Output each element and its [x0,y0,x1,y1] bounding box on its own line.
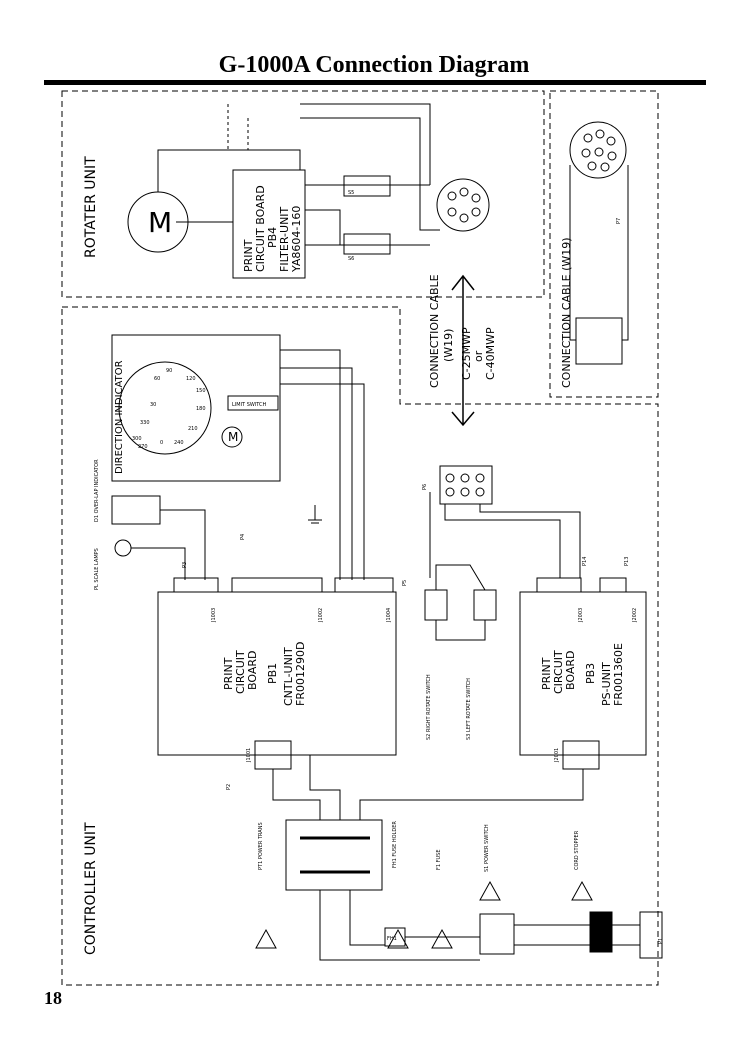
svg-text:CIRCUIT BOARD: CIRCUIT BOARD [254,185,267,272]
svg-text:or: or [472,350,485,362]
rotator-unit-box [61,90,545,298]
svg-text:P7: P7 [616,218,622,224]
svg-text:S3 LEFT ROTATE SWITCH: S3 LEFT ROTATE SWITCH [466,678,472,740]
component-labels: PL SCALE LAMPS D1 OVER-LAP INDICATOR PT1… [94,190,580,942]
svg-text:120: 120 [186,376,196,382]
svg-text:CNTL-UNIT: CNTL-UNIT [282,647,295,706]
svg-text:LIMIT SWITCH: LIMIT SWITCH [232,402,267,408]
pb1-label: PRINT CIRCUIT BOARD PB1 CNTL-UNIT FR0012… [222,642,307,706]
svg-text:P14: P14 [582,557,588,566]
svg-text:J1004: J1004 [386,608,392,623]
motor-label: M [148,206,172,239]
svg-text:PT1 POWER TRANS: PT1 POWER TRANS [258,822,264,870]
svg-text:J2003: J2003 [578,608,584,623]
svg-text:PL SCALE LAMPS: PL SCALE LAMPS [94,548,100,590]
svg-text:F1 FUSE: F1 FUSE [436,849,442,870]
svg-text:P4: P4 [240,534,246,540]
svg-text:FILTER-UNIT: FILTER-UNIT [278,206,291,272]
svg-text:30: 30 [150,402,156,408]
meter-label: M [228,430,238,444]
svg-text:PS-UNIT: PS-UNIT [600,662,613,706]
connector-labels: J1003 J1002 J1004 J1001 J2001 J2003 J200… [182,218,664,944]
rotator-unit-label: ROTATER UNIT [83,156,99,258]
svg-text:210: 210 [188,426,198,432]
svg-text:S2 RIGHT ROTATE SWITCH: S2 RIGHT ROTATE SWITCH [426,674,432,740]
page-title: G-1000A Connection Diagram [218,52,530,78]
pb3-label: PRINT CIRCUIT BOARD PB3 PS-UNIT FR001360… [540,643,625,706]
svg-text:YA8604-160: YA8604-160 [290,206,303,273]
svg-text:J1001: J1001 [246,748,252,763]
controller-unit-label: CONTROLLER UNIT [83,822,99,955]
svg-text:C-25MWP: C-25MWP [460,327,473,380]
svg-text:60: 60 [154,376,160,382]
svg-text:P5: P5 [402,580,408,586]
svg-text:J1003: J1003 [211,608,217,623]
svg-text:J2001: J2001 [554,748,560,763]
svg-text:PB1: PB1 [266,663,279,684]
svg-text:270: 270 [138,444,148,450]
svg-text:P1: P1 [658,938,664,944]
title-rule [44,80,706,85]
cable-box-label: CONNECTION CABLE (W19) [560,237,573,388]
svg-text:90: 90 [166,368,172,374]
svg-text:330: 330 [140,420,150,426]
svg-text:CIRCUIT: CIRCUIT [234,650,247,694]
direction-scale: 0 30 60 90 120 150 180 210 240 270 300 3… [132,368,206,450]
svg-text:PB3: PB3 [584,663,597,684]
svg-text:S1 POWER SWITCH: S1 POWER SWITCH [484,824,490,872]
svg-text:P2: P2 [226,784,232,790]
svg-text:0: 0 [160,440,163,446]
svg-text:BOARD: BOARD [564,651,577,690]
page-number: 18 [44,988,62,1008]
svg-text:CIRCUIT: CIRCUIT [552,650,565,694]
svg-text:BOARD: BOARD [246,651,259,690]
svg-text:300: 300 [132,436,142,442]
svg-text:PB4: PB4 [266,227,279,248]
svg-text:PRINT: PRINT [222,657,235,690]
svg-text:PRINT: PRINT [242,239,255,272]
connection-cable-label: CONNECTION CABLE (W19) C-25MWP or C-40MW… [428,274,497,388]
svg-text:FR001360E: FR001360E [612,643,625,706]
svg-text:CONNECTION CABLE: CONNECTION CABLE [428,274,441,388]
svg-text:S6: S6 [348,256,354,262]
svg-text:150: 150 [196,388,206,394]
svg-text:240: 240 [174,440,184,446]
pb4-label: PRINT CIRCUIT BOARD PB4 FILTER-UNIT YA86… [242,185,303,273]
svg-text:FH1 FUSE HOLDER: FH1 FUSE HOLDER [392,821,398,868]
svg-text:S5: S5 [348,190,354,196]
svg-text:180: 180 [196,406,206,412]
svg-text:C-40MWP: C-40MWP [484,327,497,380]
svg-text:FR001290D: FR001290D [294,642,307,706]
svg-text:P3: P3 [182,562,188,568]
cable-box [549,90,659,398]
svg-text:CORD STOPPER: CORD STOPPER [574,830,580,870]
svg-text:D1 OVER-LAP INDICATOR: D1 OVER-LAP INDICATOR [94,459,100,522]
svg-text:P6: P6 [422,484,428,490]
svg-text:P13: P13 [624,557,630,566]
direction-indicator-label: DIRECTION INDICATOR [114,360,125,474]
svg-text:PRINT: PRINT [540,657,553,690]
controller-unit-box [61,306,659,986]
svg-text:J2002: J2002 [632,608,638,623]
svg-text:(W19): (W19) [442,329,455,362]
svg-text:FH1: FH1 [387,936,397,942]
svg-text:J1002: J1002 [318,608,324,623]
